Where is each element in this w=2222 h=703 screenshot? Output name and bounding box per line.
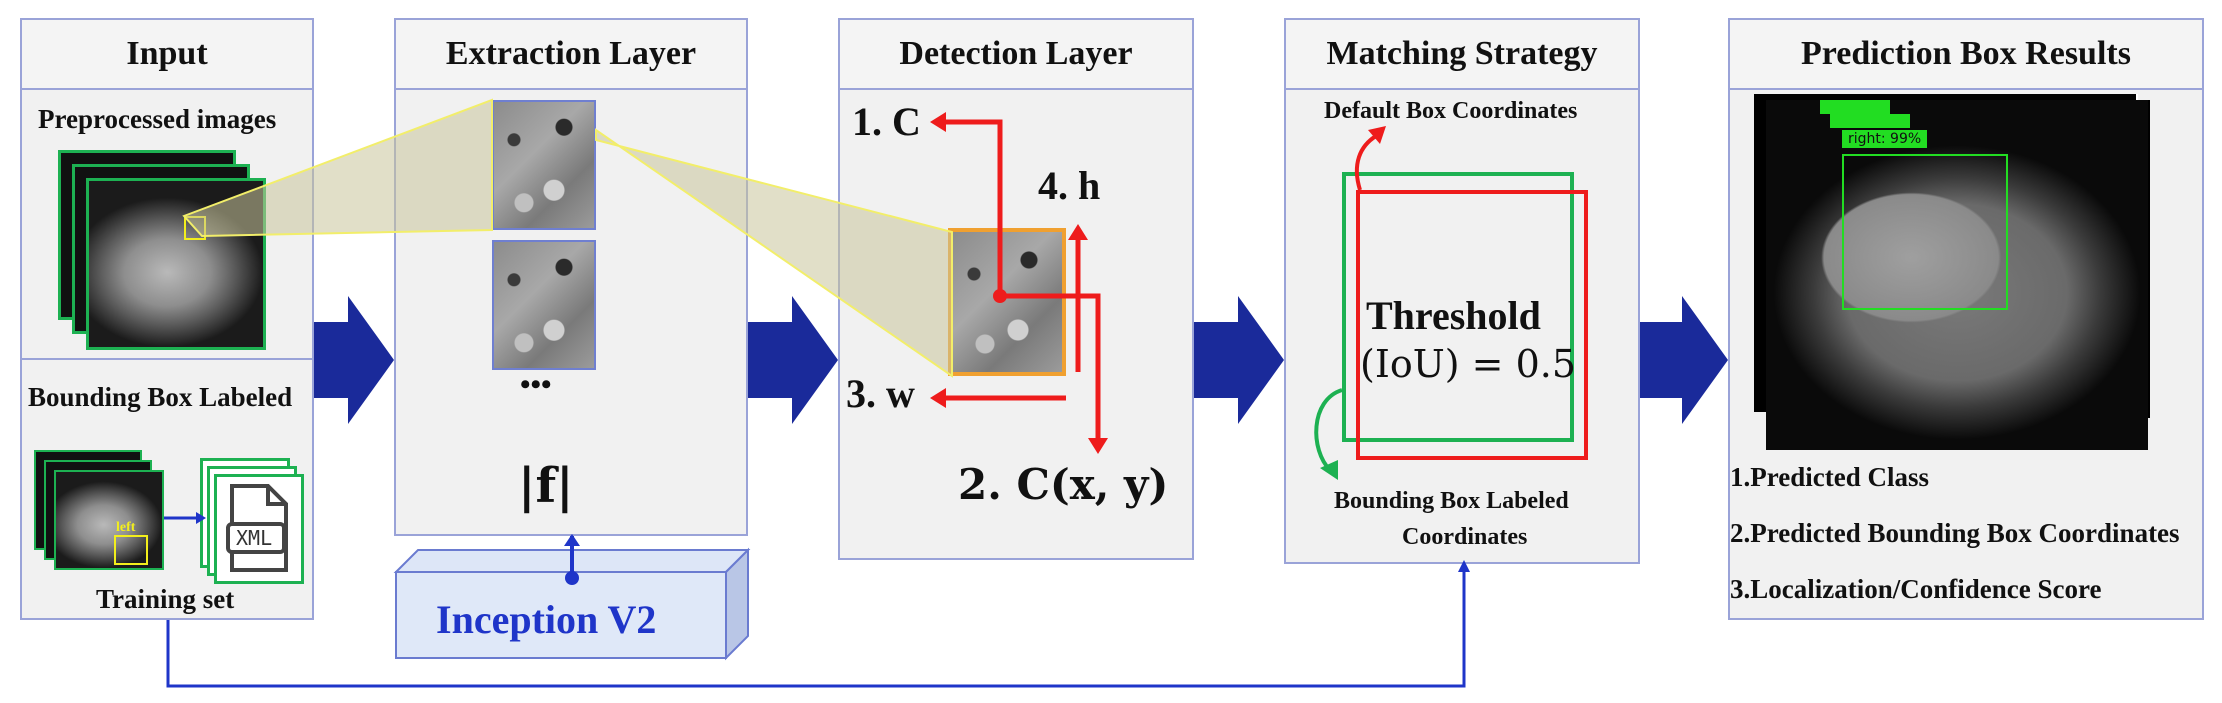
xml-label: XML bbox=[236, 526, 273, 550]
pred-tag-3: right: 99% bbox=[1842, 130, 1928, 148]
train-slice-front bbox=[54, 470, 164, 570]
matching-title: Matching Strategy bbox=[1284, 18, 1640, 90]
default-box-rect bbox=[1342, 172, 1574, 442]
c-arrow bbox=[946, 119, 1003, 296]
feature-map-2 bbox=[492, 240, 596, 370]
threshold-label: Threshold bbox=[1366, 293, 1541, 338]
prediction-title: Prediction Box Results bbox=[1728, 18, 2204, 90]
pred-tag-1 bbox=[1820, 100, 1890, 114]
iou-label: (IoU) = 0.5 bbox=[1360, 342, 1576, 386]
training-set-label: Training set bbox=[96, 584, 235, 614]
xml-file-icon bbox=[226, 484, 292, 574]
flow-arrow-3 bbox=[1194, 296, 1284, 424]
result-1: 1.Predicted Class bbox=[1730, 462, 1929, 492]
f-label: |f| bbox=[518, 458, 574, 514]
bbox-label-arrow bbox=[1314, 388, 1343, 472]
flow-arrow-4 bbox=[1640, 296, 1728, 424]
training-connector bbox=[166, 570, 1466, 688]
extraction-title: Extraction Layer bbox=[394, 18, 748, 90]
result-3: 3.Localization/Confidence Score bbox=[1730, 574, 2102, 604]
c-label: 1. C bbox=[852, 99, 921, 144]
detection-feature-crop bbox=[948, 228, 1066, 376]
preprocessed-label: Preprocessed images bbox=[38, 104, 277, 134]
bbox-labeled-label: Bounding Box Labeled bbox=[28, 382, 293, 412]
bbox-coords-label-2: Coordinates bbox=[1402, 524, 1528, 550]
flow-arrow-1 bbox=[314, 296, 394, 424]
projection-cone-2 bbox=[595, 128, 953, 378]
labeled-box-rect bbox=[1356, 190, 1588, 460]
inception-label: Inception V2 bbox=[436, 597, 657, 642]
h-label: 4. h bbox=[1038, 163, 1101, 208]
result-2: 2.Predicted Bounding Box Coordinates bbox=[1730, 518, 2180, 548]
pred-tag-2 bbox=[1830, 114, 1910, 128]
input-title: Input bbox=[20, 18, 314, 90]
default-box-label: Default Box Coordinates bbox=[1324, 98, 1578, 124]
cxy-arrow bbox=[1000, 293, 1101, 440]
input-divider bbox=[20, 358, 314, 360]
bbox-coords-label-1: Bounding Box Labeled bbox=[1334, 488, 1569, 514]
default-box-arrow bbox=[1354, 134, 1378, 191]
detection-title: Detection Layer bbox=[838, 18, 1194, 90]
projection-cone-1 bbox=[182, 98, 493, 238]
flow-arrow-2 bbox=[748, 296, 838, 424]
train-roi-box bbox=[114, 535, 148, 565]
cxy-label: 2. C(x, y) bbox=[958, 460, 1169, 509]
pred-slice-front bbox=[1766, 100, 2148, 450]
left-tag: left bbox=[116, 520, 136, 535]
w-label: 3. w bbox=[846, 371, 915, 416]
ellipsis: ••• bbox=[520, 368, 552, 401]
pred-box-1 bbox=[1842, 154, 2008, 310]
